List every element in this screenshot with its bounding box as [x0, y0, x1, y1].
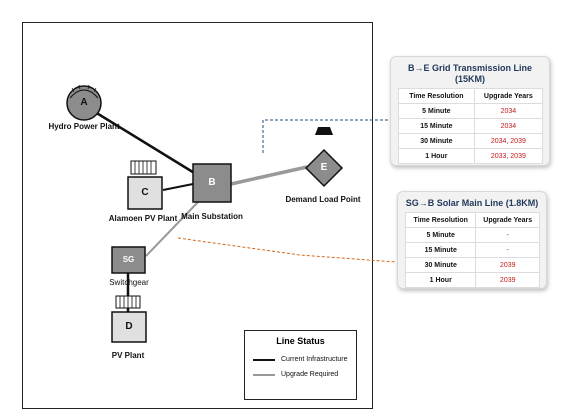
solar-panel-icon [115, 295, 141, 309]
be-panel-title: B→E Grid Transmission Line [407, 63, 533, 73]
sg-solar-panel: SG→B Solar Main Line (1.8KM) Time Resolu… [397, 191, 547, 289]
turbine-arc-icon [69, 89, 99, 99]
hydro-plant-node[interactable] [66, 85, 102, 121]
main-substation-node[interactable] [192, 163, 232, 203]
years-cell: 2033, 2039 [473, 148, 544, 164]
node-b-letter: B [208, 177, 216, 188]
table-row: 30 Minute 2039 [404, 257, 540, 273]
node-a-letter: A [80, 97, 88, 108]
switchgear-label: Switchgear [109, 278, 149, 287]
line-b-e [230, 165, 308, 186]
line-a-b [94, 110, 197, 176]
years-cell: 2034 [473, 118, 544, 134]
legend-item-upgrade: Upgrade Required [253, 371, 338, 378]
resolution-cell: 15 Minute [404, 242, 477, 258]
node-c-letter: C [141, 187, 149, 198]
years-cell: 2039 [475, 257, 540, 273]
table-row: 15 Minute 2034 [398, 118, 544, 134]
demand-load-node[interactable] [304, 148, 344, 188]
table-row: 30 Minute 2034, 2039 [398, 133, 544, 149]
switchgear-node[interactable] [111, 246, 146, 274]
resolution-cell: 30 Minute [404, 257, 477, 273]
be-panel-subtitle: (15KM) [454, 74, 485, 84]
node-e-letter: E [320, 162, 328, 173]
table-row: 5 Minute 2034 [398, 103, 544, 119]
be-upgrade-table: Time Resolution Upgrade Years 5 Minute 2… [398, 88, 544, 164]
alamoen-pv-label: Alamoen PV Plant [108, 214, 178, 223]
table-header: Time Resolution [398, 88, 475, 104]
resolution-cell: 1 Hour [398, 148, 475, 164]
sg-upgrade-table: Time Resolution Upgrade Years 5 Minute -… [404, 212, 540, 288]
resolution-cell: 15 Minute [398, 118, 475, 134]
node-sg-letter: SG [122, 255, 135, 264]
callout-line-be [262, 119, 396, 153]
line-sg-b [145, 200, 200, 257]
resolution-cell: 5 Minute [404, 227, 477, 243]
hydro-plant-label: Hydro Power Plant [48, 122, 120, 131]
legend-item-current: Current Infrastructure [253, 356, 348, 363]
table-header: Upgrade Years [475, 212, 540, 228]
legend-label-upgrade: Upgrade Required [281, 371, 339, 378]
table-row: 5 Minute - [404, 227, 540, 243]
node-d-letter: D [125, 321, 133, 332]
pv-plant-node[interactable] [111, 311, 147, 343]
pv-plant-label: PV Plant [111, 351, 145, 360]
main-substation-label: Main Substation [181, 212, 243, 221]
table-header: Time Resolution [404, 212, 477, 228]
load-arrow-icon [315, 127, 333, 135]
alamoen-pv-node[interactable] [127, 176, 163, 210]
line-status-legend: Line Status Current Infrastructure Upgra… [244, 330, 357, 400]
years-cell: - [475, 227, 540, 243]
diagram-frame [22, 22, 373, 409]
legend-swatch-upgrade [253, 373, 275, 376]
be-transmission-panel: B→E Grid Transmission Line (15KM) Time R… [390, 56, 550, 166]
callout-line-sg [177, 237, 397, 263]
resolution-cell: 5 Minute [398, 103, 475, 119]
resolution-cell: 30 Minute [398, 133, 475, 149]
table-row: 1 Hour 2039 [404, 272, 540, 288]
table-header: Upgrade Years [473, 88, 544, 104]
legend-swatch-current [253, 358, 275, 361]
table-row: 1 Hour 2033, 2039 [398, 148, 544, 164]
legend-label-current: Current Infrastructure [281, 356, 348, 363]
years-cell: - [475, 242, 540, 258]
solar-panel-icon [130, 160, 157, 175]
years-cell: 2034, 2039 [473, 133, 544, 149]
demand-load-label: Demand Load Point [285, 195, 361, 204]
years-cell: 2039 [475, 272, 540, 288]
table-row: 15 Minute - [404, 242, 540, 258]
legend-title: Line Status [276, 336, 325, 346]
years-cell: 2034 [473, 103, 544, 119]
sg-panel-title: SG→B Solar Main Line (1.8KM) [405, 198, 539, 208]
resolution-cell: 1 Hour [404, 272, 477, 288]
line-c-b [162, 183, 194, 191]
